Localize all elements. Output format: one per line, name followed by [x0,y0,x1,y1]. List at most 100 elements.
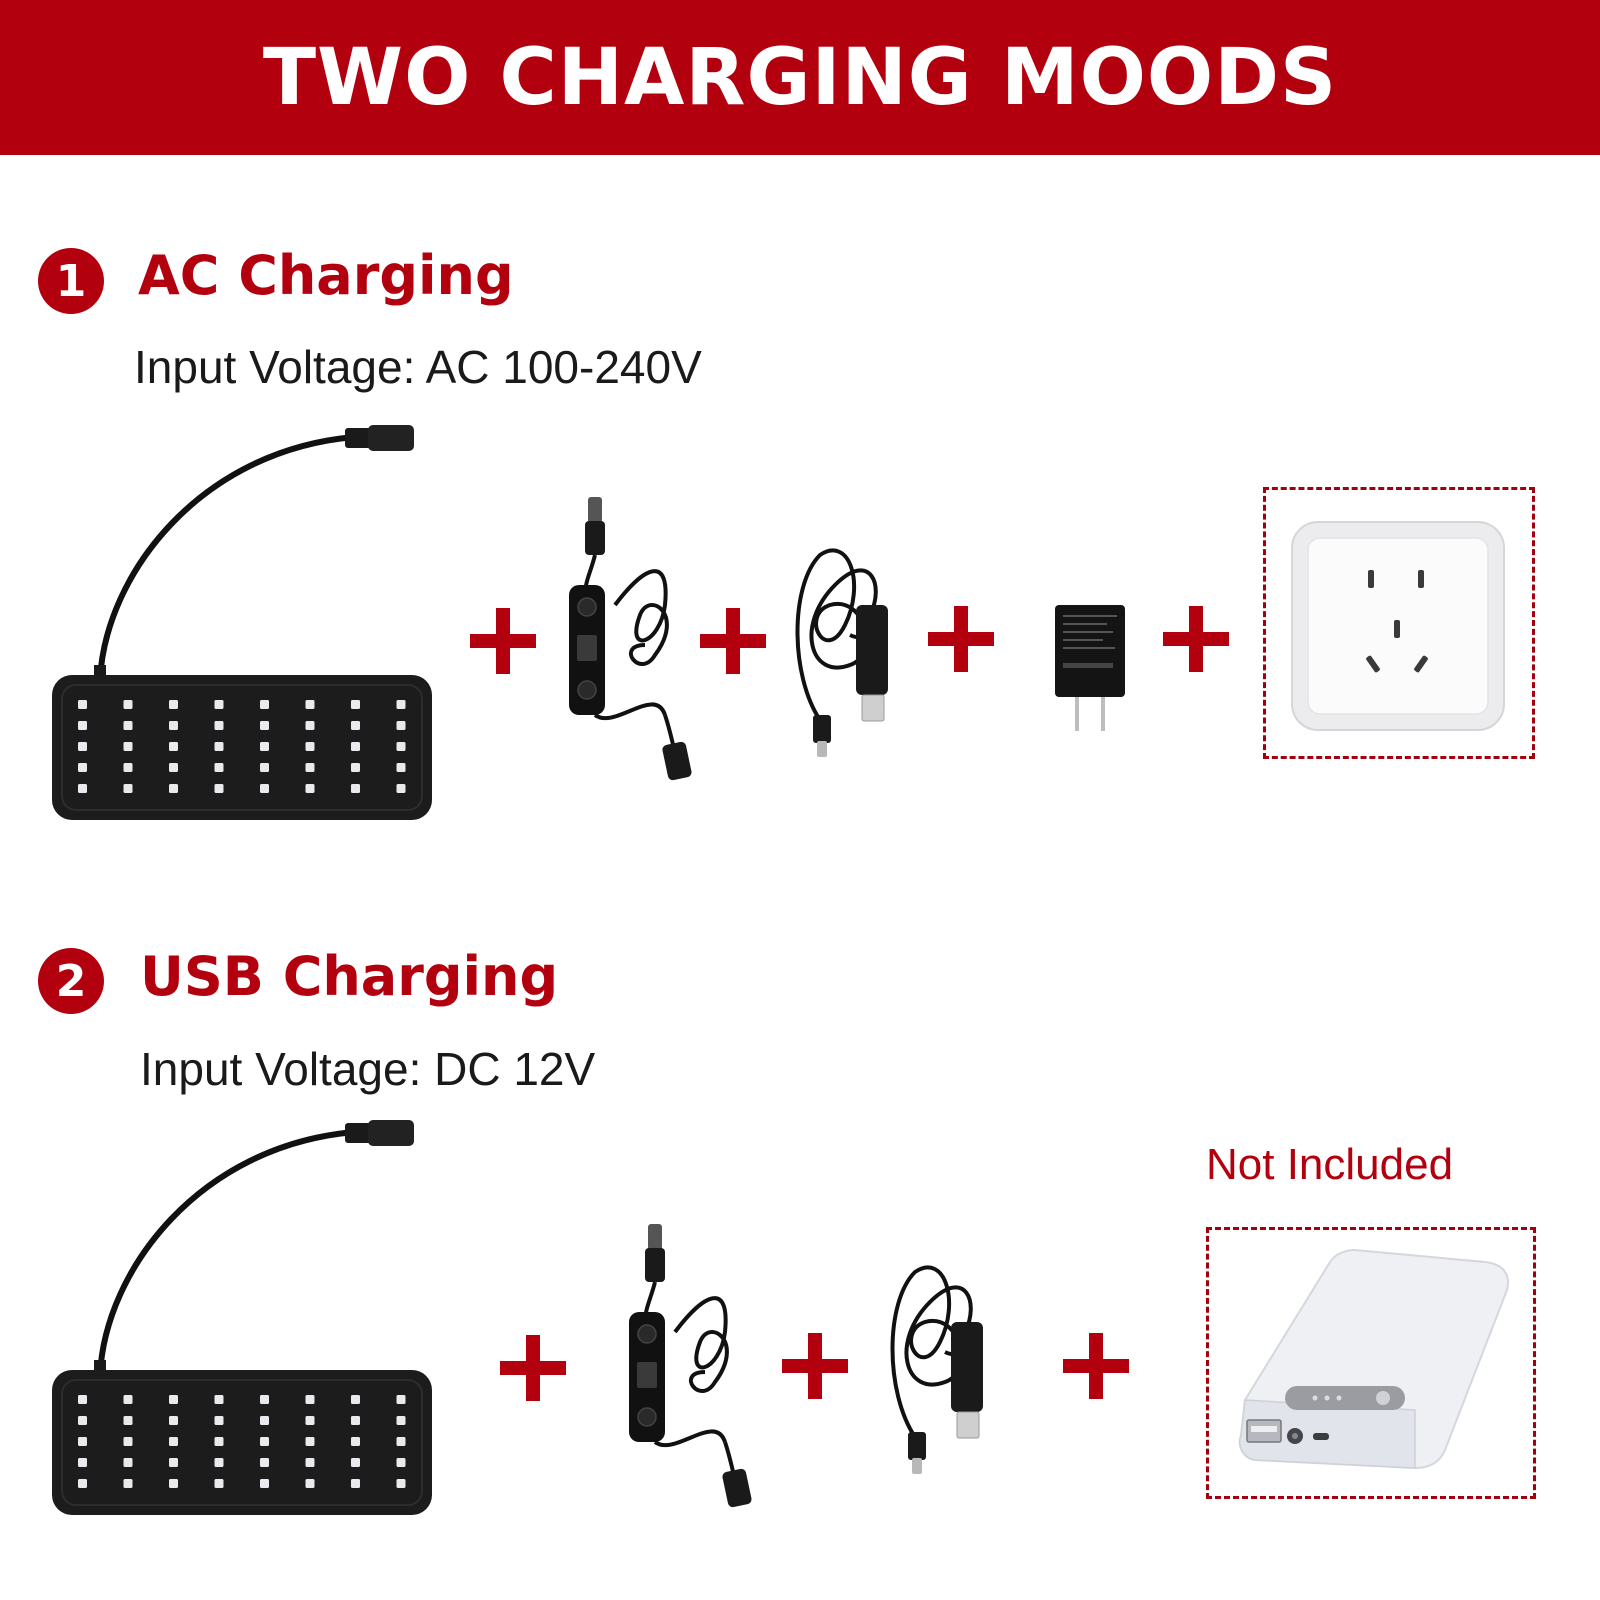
led-dot [260,763,269,772]
plus-icon [470,608,536,674]
led-dot [305,1458,315,1467]
led-dot [305,742,315,751]
header-banner: TWO CHARGING MOODS [0,0,1600,155]
led-dot [78,700,87,709]
led-dot [396,742,406,751]
led-dot [123,1458,133,1467]
led-dot [396,1458,406,1467]
led-pad-icon [52,1120,432,1515]
ac-adapter-icon [1055,605,1125,731]
led-dot [396,721,406,730]
led-dot [78,742,87,751]
led-dot [78,721,87,730]
led-dot [78,1416,87,1425]
not-included-label: Not Included [1206,1140,1454,1189]
led-dot [260,742,269,751]
led-dot [305,1437,315,1446]
led-dot [305,1395,315,1404]
plus-icon [1063,1333,1129,1399]
led-dot [260,1437,269,1446]
led-dot [351,784,360,793]
voltage-usb: Input Voltage: DC 12V [140,1043,596,1095]
led-dot [396,763,406,772]
led-dot [78,763,87,772]
led-dot [123,1479,133,1488]
led-dot [169,700,178,709]
led-dot [351,1479,360,1488]
page-title: TWO CHARGING MOODS [262,32,1338,123]
led-dot [214,742,224,751]
led-dot [169,784,178,793]
led-dot [260,1458,269,1467]
led-dot [78,1479,87,1488]
led-dot [396,1416,406,1425]
led-dot [305,763,315,772]
led-dot [351,700,360,709]
led-dot [214,1479,224,1488]
led-dot [214,1395,224,1404]
plus-icon [782,1333,848,1399]
led-dot [123,721,133,730]
led-dot [169,742,178,751]
led-dot [260,1416,269,1425]
section-title-ac: AC Charging [138,244,514,307]
led-dot [214,1416,224,1425]
led-dot [305,784,315,793]
usb-cable-icon [890,1265,983,1474]
led-dot [123,763,133,772]
led-dot [214,700,224,709]
led-dot [214,1458,224,1467]
led-dot [123,1437,133,1446]
led-dot [123,784,133,793]
led-grid [78,700,406,793]
wall-socket-icon [1291,521,1505,731]
led-dot [260,700,269,709]
power-bank-frame [1206,1227,1536,1499]
switch-cable-icon [569,497,692,781]
plus-icon [1163,606,1229,672]
led-dot [78,1437,87,1446]
led-dot [396,784,406,793]
led-dot [305,721,315,730]
led-dot [305,700,315,709]
led-dot [351,721,360,730]
led-dot [396,1395,406,1404]
step-badge-2: 2 [38,948,104,1014]
switch-cable-icon [629,1224,752,1508]
led-dot [169,1479,178,1488]
usb-cable-icon [795,548,888,757]
led-dot [396,1437,406,1446]
led-dot [396,700,406,709]
led-dot [169,1395,178,1404]
plus-icon [700,608,766,674]
led-dot [305,1479,315,1488]
led-dot [78,784,87,793]
led-dot [351,1437,360,1446]
led-dot [351,1458,360,1467]
led-dot [351,763,360,772]
voltage-ac: Input Voltage: AC 100-240V [134,341,702,393]
led-dot [169,1437,178,1446]
led-dot [214,784,224,793]
led-dot [351,742,360,751]
led-dot [169,721,178,730]
led-dot [214,763,224,772]
power-bank-icon [1238,1248,1509,1470]
led-dot [396,1479,406,1488]
led-pad-icon [52,425,432,820]
led-dot [78,1458,87,1467]
led-dot [260,1395,269,1404]
led-dot [260,1479,269,1488]
led-dot [123,700,133,709]
led-dot [305,1416,315,1425]
step-badge-1: 1 [38,248,104,314]
section-title-usb: USB Charging [140,945,559,1008]
led-dot [260,784,269,793]
led-dot [123,742,133,751]
led-dot [214,721,224,730]
led-dot [351,1395,360,1404]
wall-socket-frame [1263,487,1535,759]
led-dot [351,1416,360,1425]
led-dot [169,763,178,772]
led-dot [214,1437,224,1446]
